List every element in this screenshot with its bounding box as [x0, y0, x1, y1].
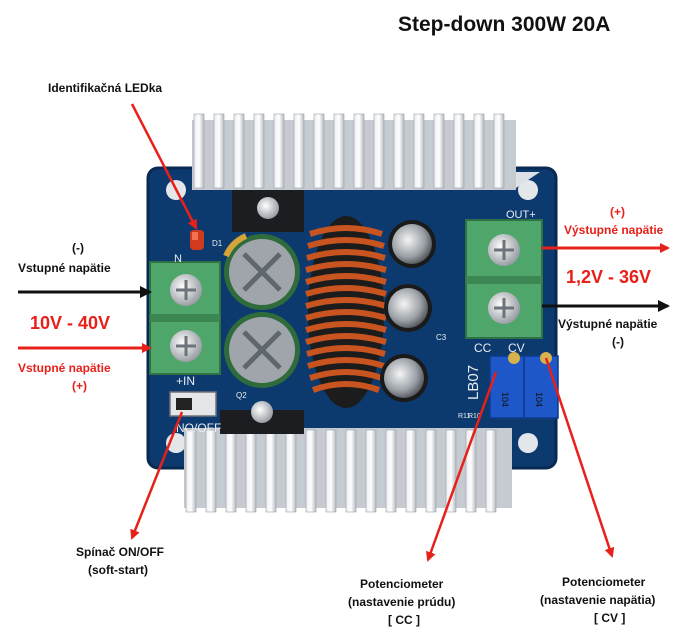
- output-terminal: [465, 219, 543, 339]
- input-capacitor: [224, 312, 300, 388]
- output-plus-sign: (+): [610, 205, 625, 219]
- silk-cc: CC: [474, 341, 492, 355]
- pot-cc-label-line3: [ CC ]: [388, 613, 420, 627]
- output-minus-sign: (-): [612, 335, 624, 349]
- pot-cc-arrow: [426, 371, 498, 562]
- input-plus-sign: (+): [72, 379, 87, 393]
- output-capacitor: [388, 220, 436, 268]
- input-minus-label: Vstupné napätie: [18, 261, 111, 275]
- silk-onoff: NO/OFF: [176, 421, 221, 435]
- output-capacitor: [384, 284, 432, 332]
- pot-cv-label-line1: Potenciometer: [562, 575, 646, 589]
- page-title: Step-down 300W 20A: [398, 13, 611, 36]
- heatsink-bottom: [184, 401, 512, 513]
- inductor-coil: [305, 216, 387, 408]
- output-capacitor: [380, 354, 428, 402]
- silk-c3: C3: [436, 333, 447, 342]
- pot-cc-label-line1: Potenciometer: [360, 577, 444, 591]
- pot-cv-code: 104: [534, 392, 544, 407]
- silk-r10: R10: [468, 413, 481, 420]
- output-minus-label: Výstupné napätie: [558, 317, 658, 331]
- pot-cv-arrow: [544, 357, 615, 558]
- silk-n: N: [174, 253, 182, 265]
- silk-out-label: OUT+: [506, 209, 536, 221]
- led: [190, 230, 204, 250]
- onoff-switch: [169, 391, 217, 417]
- silk-in-label: +IN: [176, 374, 195, 388]
- silk-board-id: LB07: [465, 365, 482, 400]
- potentiometer-cv: [523, 352, 559, 419]
- heatsink-top: [192, 113, 540, 232]
- output-plus-label: Výstupné napätie: [564, 223, 664, 237]
- switch-arrow: [130, 411, 184, 540]
- silk-cv: CV: [508, 341, 525, 355]
- led-label: Identifikačná LEDka: [48, 81, 163, 95]
- output-range: 1,2V - 36V: [566, 267, 652, 287]
- pot-cv-label-line2: (nastavenie napätia): [540, 593, 656, 607]
- input-capacitor: [223, 233, 300, 310]
- pot-cc-code: 104: [500, 392, 510, 407]
- silk-q2: Q2: [236, 391, 247, 400]
- led-arrow: [130, 103, 198, 230]
- pot-cc-label-line2: (nastavenie prúdu): [348, 595, 456, 609]
- input-minus-sign: (-): [72, 241, 84, 255]
- potentiometer-cc: [489, 352, 525, 419]
- pot-cv-label-line3: [ CV ]: [594, 611, 626, 625]
- switch-label-line2: (soft-start): [88, 563, 148, 577]
- switch-label-line1: Spínač ON/OFF: [76, 545, 165, 559]
- silk-d1: D1: [212, 239, 223, 248]
- input-terminal: [149, 261, 221, 375]
- silk-r11: R11: [458, 413, 470, 420]
- input-plus-label: Vstupné napätie: [18, 361, 111, 375]
- input-range: 10V - 40V: [30, 313, 111, 333]
